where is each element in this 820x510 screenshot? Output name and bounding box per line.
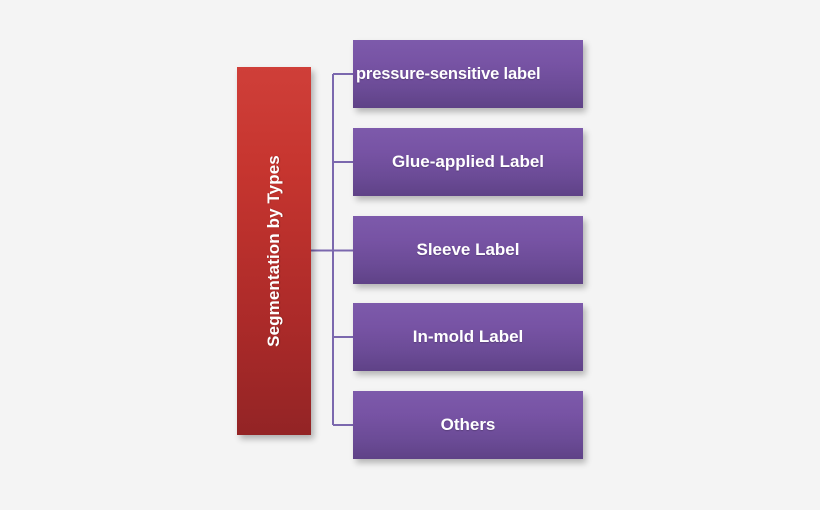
child-node-label: Others	[440, 415, 496, 434]
child-node-others[interactable]: Others	[353, 391, 583, 459]
root-node-segmentation-by-types[interactable]: Segmentation by Types	[237, 67, 311, 435]
child-node-glue-applied-label[interactable]: Glue-applied Label	[353, 128, 583, 196]
child-node-label: pressure-sensitive label	[356, 64, 541, 83]
child-node-pressure-sensitive-label[interactable]: pressure-sensitive label	[353, 40, 583, 108]
child-node-label: Glue-applied Label	[391, 152, 545, 171]
child-node-in-mold-label[interactable]: In-mold Label	[353, 303, 583, 371]
child-node-label: Sleeve Label	[416, 240, 520, 259]
root-node-label: Segmentation by Types	[264, 155, 284, 347]
child-node-sleeve-label[interactable]: Sleeve Label	[353, 216, 583, 284]
child-node-label: In-mold Label	[412, 327, 524, 346]
